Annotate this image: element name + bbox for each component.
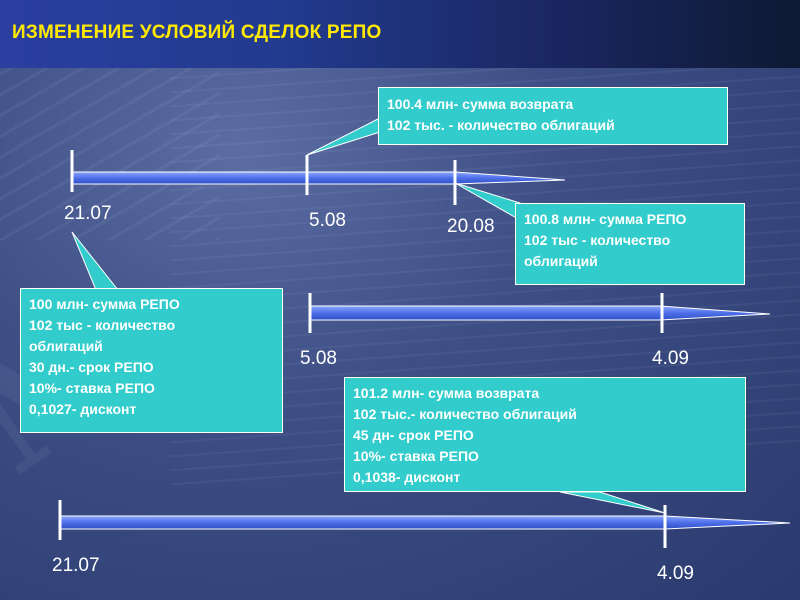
- callout-mid-line-3: 45 дн- срок РЕПО: [353, 427, 474, 443]
- timeline-3: [58, 500, 791, 548]
- timeline-3-bar: [59, 515, 791, 530]
- callout-right-line-1: 100.8 млн- сумма РЕПО: [524, 211, 687, 227]
- timeline-2: [308, 293, 771, 333]
- background-document-texture-left: [0, 60, 220, 240]
- timeline-1: [70, 150, 566, 205]
- timeline-3-date-end: 4.09: [657, 563, 694, 584]
- callout-mid-line-1: 101.2 млн- сумма возврата: [353, 385, 540, 401]
- callout-top-line-2: 102 тыс. - количество облигаций: [387, 117, 615, 133]
- timeline-3-date-start: 21.07: [52, 555, 100, 576]
- callout-left-line-6: 0,1027- дисконт: [29, 401, 137, 417]
- callout-mid-line-4: 10%- ставка РЕПО: [353, 448, 479, 464]
- callout-mid-line-5: 0,1038- дисконт: [353, 469, 461, 485]
- timeline-1-date-start: 21.07: [64, 203, 112, 224]
- callout-box-right: 100.8 млн- сумма РЕПО 102 тыс - количест…: [515, 203, 745, 285]
- timeline-2-bar: [309, 305, 771, 321]
- timeline-2-date-start: 5.08: [300, 348, 337, 369]
- callout-right-line-2: 102 тыс - количество: [524, 232, 671, 248]
- timeline-2-date-end: 4.09: [652, 348, 689, 369]
- title-bar: ИЗМЕНЕНИЕ УСЛОВИЙ СДЕЛОК РЕПО: [0, 0, 800, 68]
- callout-mid-line-2: 102 тыс.- количество облигаций: [353, 406, 577, 422]
- callout-pointer-top: [306, 117, 381, 156]
- callout-box-left: 100 млн- сумма РЕПО 102 тыс - количество…: [20, 288, 283, 433]
- callout-pointer-mid: [559, 491, 666, 514]
- callout-left-line-1: 100 млн- сумма РЕПО: [29, 296, 180, 312]
- callout-pointer-left: [71, 231, 120, 291]
- callout-box-mid: 101.2 млн- сумма возврата 102 тыс.- коли…: [344, 377, 746, 492]
- callout-left-line-4: 30 дн.- срок РЕПО: [29, 359, 154, 375]
- callout-box-top: 100.4 млн- сумма возврата 102 тыс. - кол…: [378, 87, 728, 145]
- callout-left-line-5: 10%- ставка РЕПО: [29, 380, 155, 396]
- timeline-1-date-end: 20.08: [447, 216, 495, 237]
- callout-left-line-2: 102 тыс - количество: [29, 317, 176, 333]
- timeline-1-date-mid: 5.08: [309, 210, 346, 231]
- slide-title: ИЗМЕНЕНИЕ УСЛОВИЙ СДЕЛОК РЕПО: [12, 22, 382, 43]
- timeline-1-bar: [71, 171, 566, 185]
- callout-pointer-right: [454, 182, 521, 221]
- callout-top-line-1: 100.4 млн- сумма возврата: [387, 96, 574, 112]
- callout-right-line-3: облигаций: [524, 253, 598, 269]
- callout-left-line-3: облигаций: [29, 338, 103, 354]
